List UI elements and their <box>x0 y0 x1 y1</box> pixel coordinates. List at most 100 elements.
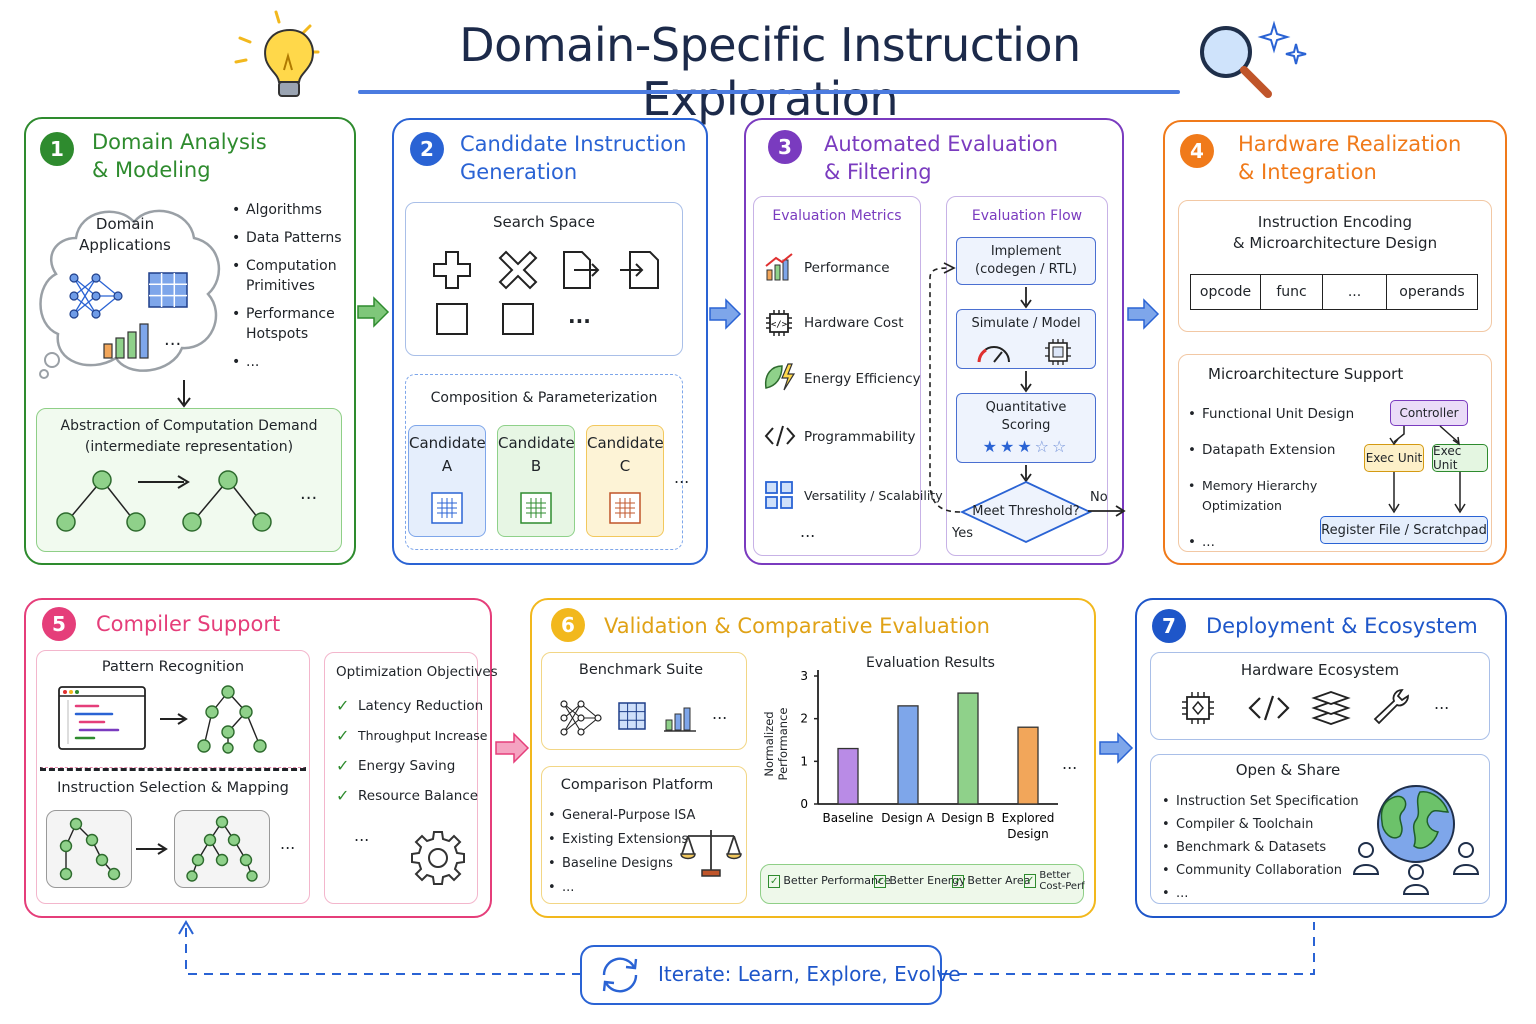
transform-arrow <box>138 475 190 489</box>
candidate-more: ... <box>674 468 690 487</box>
chart-title: Evaluation Results <box>866 655 995 671</box>
bullet-item: Computation Primitives <box>232 256 352 296</box>
chip-icon: </> <box>766 310 792 336</box>
encoding-title: Instruction Encoding & Microarchitecture… <box>1232 213 1438 252</box>
neural-network-icon <box>560 700 602 736</box>
bar <box>837 747 859 805</box>
objective-label: Resource Balance <box>358 788 479 804</box>
search-more: ... <box>568 304 591 328</box>
check-icon: ✓ <box>336 696 350 715</box>
panel7-title: Deployment & Ecosystem <box>1206 614 1478 638</box>
metric-label: Hardware Cost <box>804 315 904 331</box>
flow-title: Evaluation Flow <box>971 208 1083 224</box>
field-func: func <box>1261 275 1323 309</box>
grid-matrix-icon <box>148 272 188 308</box>
bullet-item: Functional Unit Design <box>1188 404 1398 424</box>
share-list: Instruction Set Specification Compiler &… <box>1162 792 1372 912</box>
legend-item: ✓Better Energy <box>874 874 966 888</box>
energy-leaf-icon <box>764 363 796 391</box>
y-tick-label: 0 <box>800 797 808 811</box>
down-arrow <box>177 380 191 408</box>
chip-icon <box>1182 692 1214 724</box>
iterate-dashed-loop <box>178 920 1315 975</box>
compiler-divider <box>40 767 306 771</box>
gear-icon <box>411 831 465 885</box>
platform-title: Comparison Platform <box>560 777 714 793</box>
square-placeholder-icon <box>436 303 468 335</box>
encoding-fields: opcode func ... operands <box>1190 274 1478 310</box>
y-tick-label: 3 <box>800 669 808 683</box>
flow-arrow-2-3 <box>709 298 742 330</box>
chip-grid-icon <box>609 492 641 524</box>
decision-yes: Yes <box>952 526 973 541</box>
chart-legend <box>760 864 1084 904</box>
ir-graph-before <box>56 470 146 532</box>
square-placeholder-icon <box>502 303 534 335</box>
panel6-title: Validation & Comparative Evaluation <box>604 614 990 638</box>
flow-step-label: Implement (codegen / RTL) <box>975 244 1077 277</box>
decision-diamond <box>959 481 1093 543</box>
title-underline <box>358 90 1180 94</box>
selection-more: ... <box>280 834 296 853</box>
benchmark-title: Benchmark Suite <box>578 662 704 678</box>
multiply-icon <box>498 250 538 290</box>
bullet-item: Data Patterns <box>232 228 352 248</box>
exec-unit-block: Exec Unit <box>1432 444 1488 472</box>
bullet-item: ... <box>232 352 352 372</box>
page-title: Domain-Specific Instruction Exploration <box>459 18 1081 126</box>
y-tick-label: 1 <box>800 754 808 768</box>
bullet-item: ... <box>1188 532 1398 552</box>
svg-text:</>: </> <box>771 320 788 330</box>
iterate-label: Iterate: Learn, Explore, Evolve <box>658 962 961 986</box>
bullet-item: Datapath Extension <box>1188 440 1398 460</box>
load-icon <box>563 251 600 289</box>
step-badge-5: 5 <box>42 607 76 641</box>
magnifier-icon <box>1200 20 1307 98</box>
metric-label: Performance <box>804 260 890 276</box>
y-tick-label: 2 <box>800 712 808 726</box>
legend-label: Better Area <box>967 874 1031 887</box>
field-operands: operands <box>1399 284 1465 300</box>
flow-step-scoring: Quantitative Scoring <box>956 393 1096 463</box>
pattern-tree-icon <box>197 685 267 754</box>
bar <box>897 705 919 805</box>
platform-list: General-Purpose ISA Existing Extensions … <box>548 806 698 906</box>
micro-bullets: Functional Unit Design Datapath Extensio… <box>1188 404 1398 560</box>
metric-label: Versatility / Scalability <box>804 488 943 503</box>
bar-chart-icon <box>664 707 696 732</box>
x-tick-label: Design B <box>941 811 994 825</box>
objective-item: ✓Resource Balance <box>336 786 487 805</box>
cloud-more: ... <box>164 329 182 350</box>
star-filled-icon: ★ <box>1017 437 1035 456</box>
panel4-title: Hardware Realization & Integration <box>1238 132 1462 184</box>
controller-block: Controller <box>1390 400 1468 426</box>
plus-icon <box>433 251 471 289</box>
balance-scale-icon <box>680 830 742 877</box>
candidate-b-label: Candidate B <box>498 434 575 475</box>
processor-icon <box>1045 339 1071 365</box>
step-badge-4: 4 <box>1180 134 1214 168</box>
cloud-shape <box>39 209 221 379</box>
legend-item: ✓Better Cost-Perf <box>1024 870 1085 892</box>
pattern-title: Pattern Recognition <box>101 659 245 675</box>
objectives-more: ... <box>354 826 370 845</box>
star-filled-icon: ★ <box>999 437 1018 456</box>
micro-arch-arrows <box>1388 425 1466 514</box>
bullet-item: Baseline Designs <box>548 854 698 874</box>
feedback-dashed-loop <box>929 262 961 513</box>
objective-label: Throughput Increase <box>358 728 488 743</box>
objective-item: ✓Energy Saving <box>336 756 487 775</box>
modules-grid-icon <box>765 481 793 509</box>
objective-item: ✓Latency Reduction <box>336 696 487 715</box>
selection-tree-before <box>59 817 121 881</box>
legend-check-icon: ✓ <box>874 875 887 888</box>
decision-label: Meet Threshold? <box>972 504 1080 519</box>
panel5-title: Compiler Support <box>96 612 281 636</box>
bar-chart-icon <box>103 323 149 359</box>
grid-matrix-icon <box>618 702 646 730</box>
selection-tree-after <box>186 815 258 882</box>
flow-arrow-5-6 <box>495 732 530 764</box>
x-tick-label: Design A <box>881 811 935 825</box>
legend-label: Better Energy <box>889 874 966 887</box>
